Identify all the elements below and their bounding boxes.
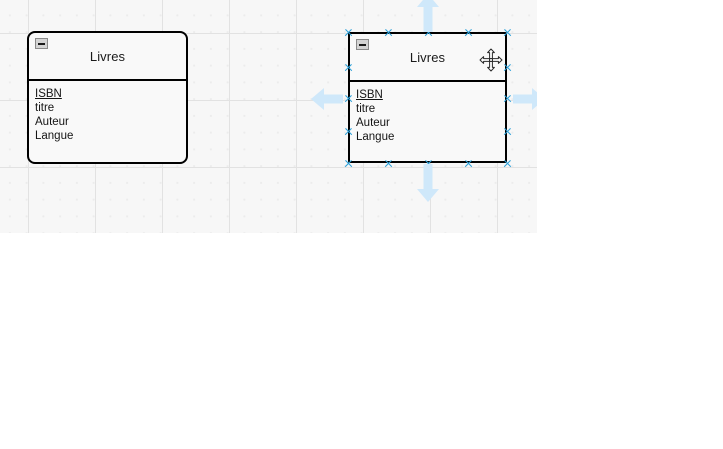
handle-n-left[interactable] — [384, 28, 393, 37]
handle-div-e[interactable] — [503, 127, 512, 136]
attribute-row[interactable]: titre — [356, 103, 376, 115]
direction-arrow-left-icon[interactable] — [311, 87, 343, 111]
entity-title-bar: Livres — [29, 33, 186, 81]
attribute-row[interactable]: Auteur — [35, 116, 69, 128]
attribute-row[interactable]: titre — [35, 102, 55, 114]
entity-attribute-list: ISBN titre Auteur Langue — [29, 81, 186, 143]
entity-title: Livres — [409, 49, 446, 65]
attribute-row[interactable]: Auteur — [356, 117, 390, 129]
handle-se[interactable] — [503, 159, 512, 168]
move-cursor-icon — [479, 48, 503, 72]
direction-arrow-up-icon[interactable] — [416, 0, 440, 32]
collapse-minus-icon[interactable] — [35, 38, 48, 49]
entity-title: Livres — [89, 48, 126, 64]
handle-ne[interactable] — [503, 28, 512, 37]
handle-w[interactable] — [344, 94, 353, 103]
attribute-row[interactable]: Langue — [35, 130, 74, 142]
handle-s-left[interactable] — [384, 159, 393, 168]
attribute-row[interactable]: Langue — [356, 131, 395, 143]
entity-title-bar: Livres — [350, 34, 505, 82]
handle-mid-e[interactable] — [503, 63, 512, 72]
handle-nw[interactable] — [344, 28, 353, 37]
handle-e[interactable] — [503, 94, 512, 103]
handle-n-right[interactable] — [464, 28, 473, 37]
handle-div-w[interactable] — [344, 127, 353, 136]
entity-livres-unselected[interactable]: Livres ISBN titre Auteur Langue — [27, 31, 188, 164]
handle-s-right[interactable] — [464, 159, 473, 168]
attribute-row-primary-key[interactable]: ISBN — [356, 89, 383, 101]
handle-mid-w[interactable] — [344, 63, 353, 72]
handle-sw[interactable] — [344, 159, 353, 168]
direction-arrow-right-icon[interactable] — [513, 87, 537, 111]
entity-attribute-list: ISBN titre Auteur Langue — [350, 82, 505, 144]
attribute-row-primary-key[interactable]: ISBN — [35, 88, 62, 100]
collapse-minus-icon[interactable] — [356, 39, 369, 50]
direction-arrow-down-icon[interactable] — [416, 164, 440, 202]
